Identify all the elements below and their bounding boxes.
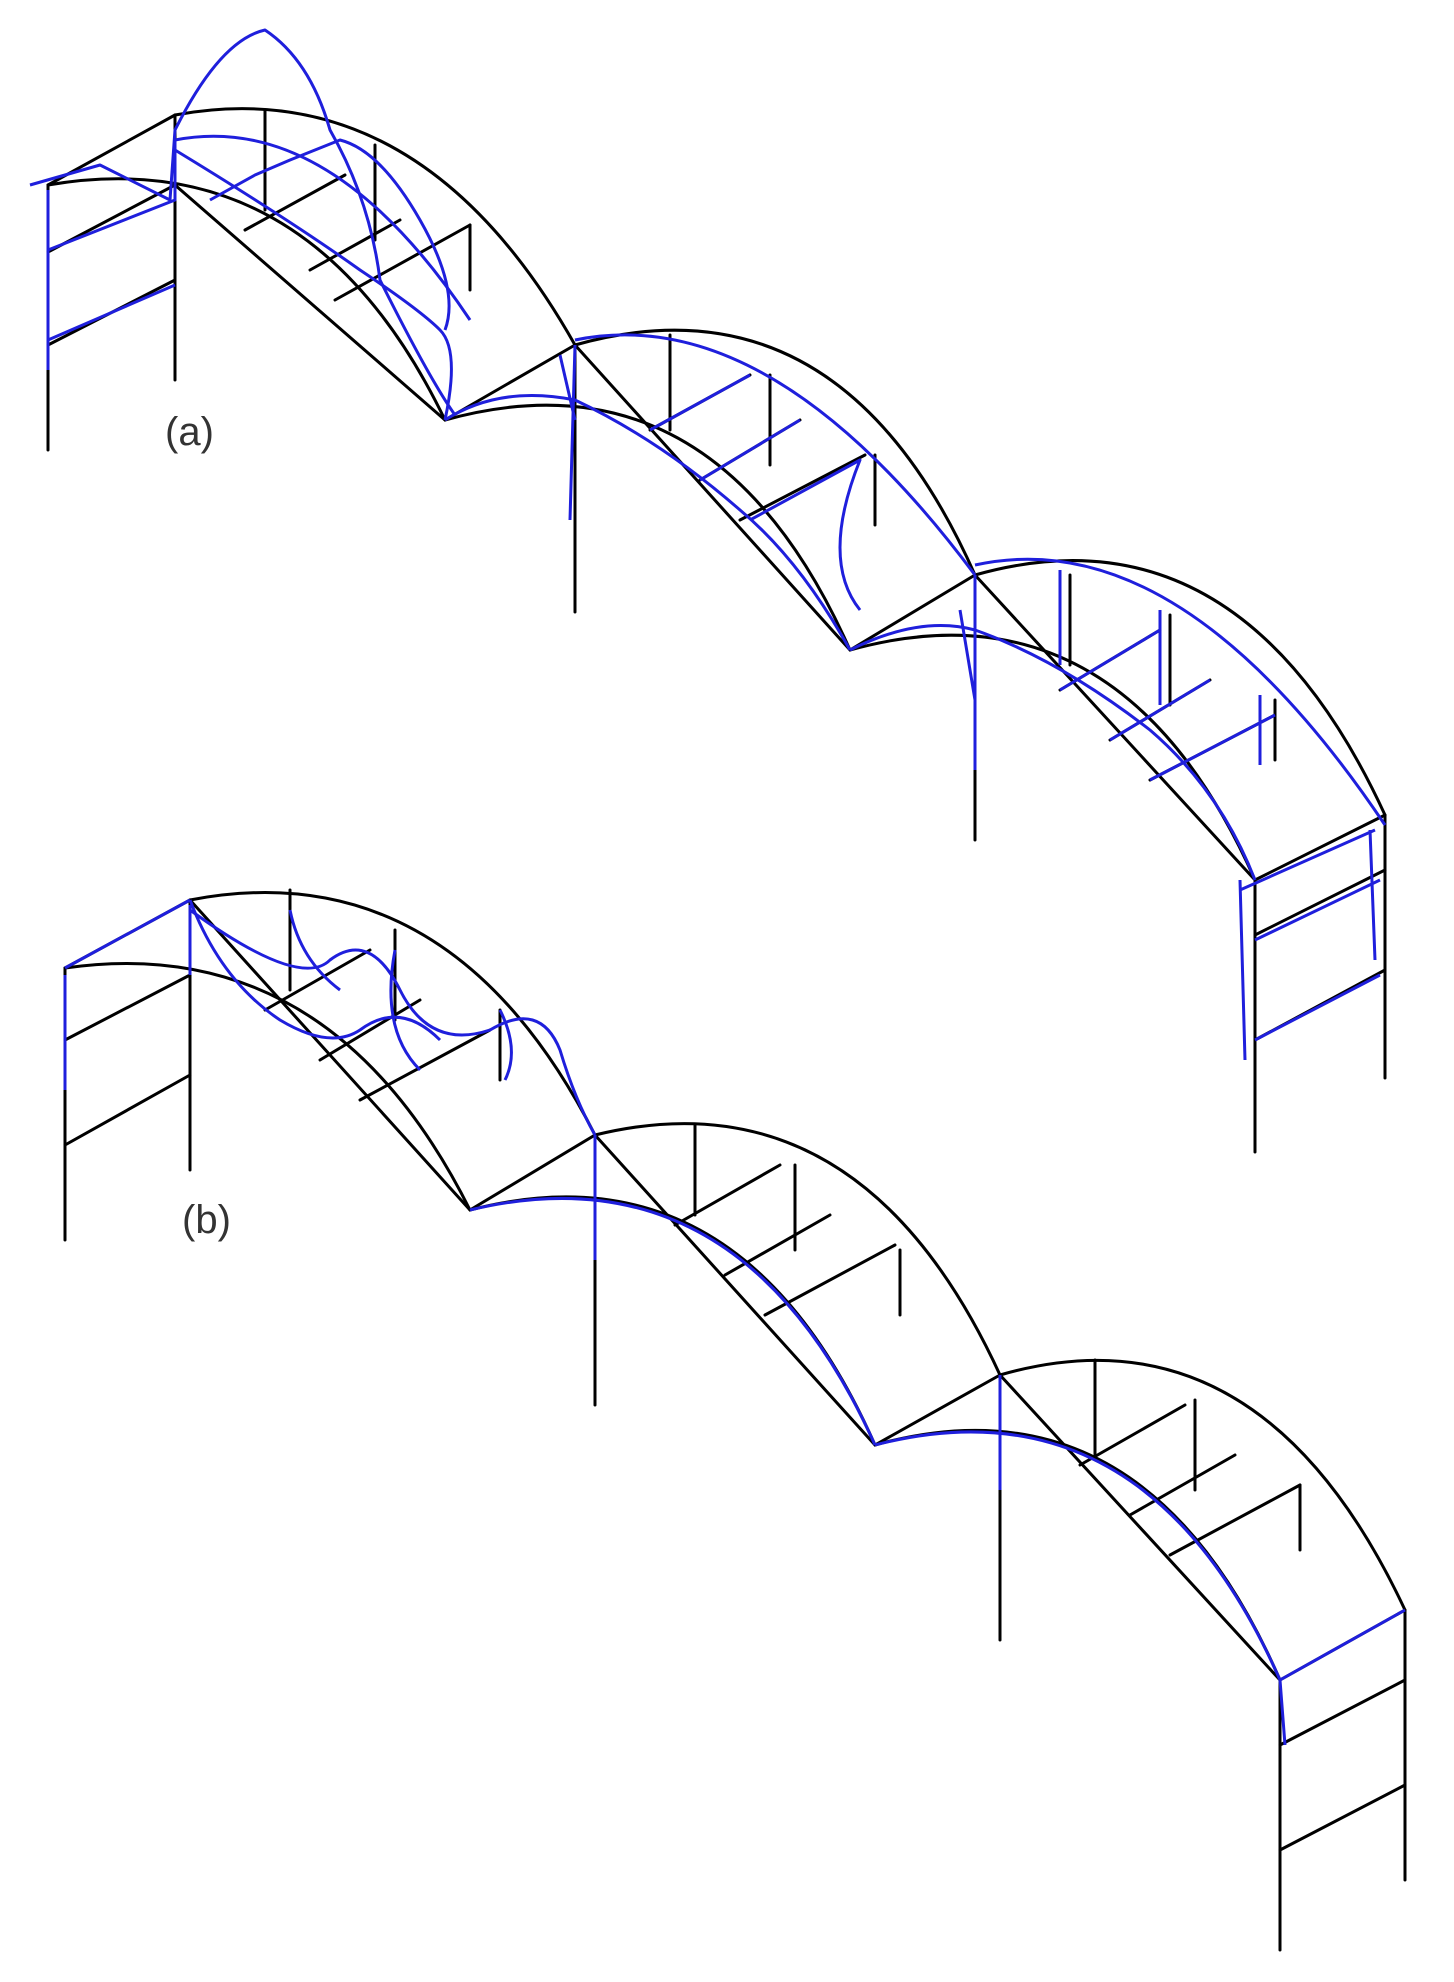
mode-shape-curve xyxy=(444,394,852,651)
front-arch xyxy=(443,403,852,652)
purlin xyxy=(173,183,447,422)
mode-shape-curve xyxy=(849,624,1257,881)
front-arch xyxy=(873,1428,1282,1682)
back-arch xyxy=(173,107,577,347)
girt xyxy=(63,1073,192,1147)
mode-shape-curve xyxy=(29,28,457,416)
mode-shape-curve xyxy=(974,557,1387,826)
front-arch xyxy=(63,961,472,1212)
mode-shape-curve xyxy=(1058,570,1262,765)
back-arch xyxy=(593,1122,1002,1377)
cross-beam xyxy=(263,948,372,1012)
purlin xyxy=(573,343,852,652)
valley-gutter xyxy=(873,1373,1002,1447)
mode-shape-curve xyxy=(189,908,597,1136)
cross-beam xyxy=(673,1163,782,1227)
girt xyxy=(1278,1783,1407,1852)
mode-shape-curve xyxy=(1059,628,1276,782)
valley-gutter xyxy=(468,1133,597,1212)
mode-shape-curve xyxy=(188,899,442,1042)
purlin xyxy=(593,1133,877,1447)
cross-beam xyxy=(243,173,347,232)
mode-shape-curve xyxy=(874,1430,1282,1681)
mode-shape-curve xyxy=(469,1196,877,1446)
cross-beam xyxy=(738,453,867,522)
back-arch xyxy=(188,891,597,1137)
cross-beam xyxy=(1128,1453,1237,1517)
mode-shape-curve xyxy=(209,138,451,331)
panel-b-undeformed-frame xyxy=(63,888,1407,1952)
mode-shape-curve xyxy=(1278,1608,1406,1746)
cross-beam xyxy=(308,218,402,272)
cross-beam xyxy=(1168,1483,1302,1557)
mode-shape-curve xyxy=(649,373,862,611)
panel-b-mode-shape xyxy=(63,898,1406,1746)
cross-beam xyxy=(723,1213,832,1277)
mode-shape-curve xyxy=(46,190,176,370)
cross-beam xyxy=(333,223,472,302)
mode-shape-curve xyxy=(288,909,513,1081)
cross-beam xyxy=(763,1243,897,1317)
panel-a-undeformed-frame xyxy=(46,107,1387,1154)
panel-label-b: (b) xyxy=(182,1198,231,1242)
front-arch xyxy=(468,1195,877,1447)
cross-beam xyxy=(1078,1403,1187,1467)
front-arch xyxy=(46,177,447,422)
girt xyxy=(1278,1678,1407,1747)
panel-a: (a) xyxy=(29,28,1387,1154)
mode-shape-curve xyxy=(958,575,977,770)
back-arch xyxy=(573,328,977,577)
panel-b: (b) xyxy=(63,888,1407,1952)
girt xyxy=(63,973,192,1042)
purlin xyxy=(998,1373,1282,1682)
mode-shape-curve xyxy=(558,344,577,521)
purlin xyxy=(973,573,1257,882)
ridge-tie xyxy=(1253,813,1387,882)
mode-shape-curve xyxy=(174,148,453,421)
back-arch xyxy=(998,1358,1407,1612)
panel-a-mode-shape xyxy=(29,28,1387,1061)
mode-shape-curve xyxy=(574,333,977,576)
girt xyxy=(1253,868,1387,937)
mode-shape-curve xyxy=(1238,828,1381,1061)
mode-shape-curve xyxy=(47,134,472,321)
valley-gutter xyxy=(848,573,977,652)
cross-beam xyxy=(318,998,422,1062)
panel-label-a: (a) xyxy=(165,410,214,454)
mode-shape-curve xyxy=(63,898,192,1090)
back-arch xyxy=(973,559,1387,817)
cross-beam xyxy=(358,1028,492,1102)
